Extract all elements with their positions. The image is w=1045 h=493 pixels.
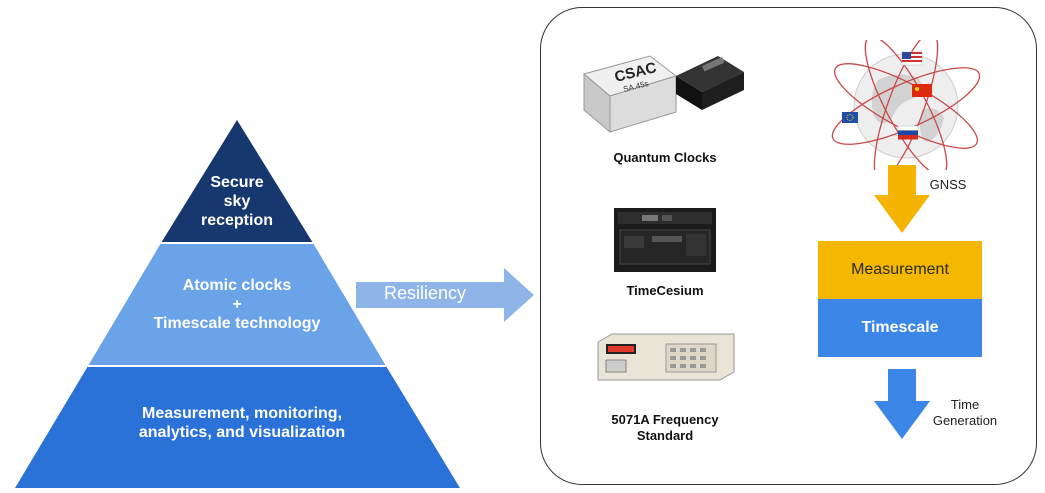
china-flag-icon — [912, 84, 932, 97]
csac-device-icon: CSAC SA.45s — [582, 55, 678, 134]
timecesium-device-icon — [614, 208, 716, 272]
pyramid-middle-tier — [88, 243, 386, 366]
pyramid — [15, 120, 460, 488]
gnss-globe-icon — [831, 40, 981, 170]
timescale-box: Timescale — [818, 299, 982, 357]
gnss-arrow — [874, 165, 930, 233]
gnss-label: GNSS — [929, 177, 967, 192]
time-generation-label: Time Generation — [932, 397, 998, 428]
us-flag-icon — [901, 51, 923, 66]
timecesium-label: TimeCesium — [626, 283, 704, 298]
pyramid-top-text: Secure sky reception — [200, 174, 273, 230]
black-clock-module-icon — [676, 56, 744, 110]
resiliency-label: Resiliency — [384, 283, 467, 303]
pyramid-bottom-tier — [15, 366, 460, 488]
pyramid-top-tier — [161, 120, 313, 243]
time-generation-arrow — [874, 369, 930, 439]
measurement-box: Measurement — [818, 241, 982, 299]
pyramid-bottom-text: Measurement, monitoring, analytics, and … — [138, 405, 346, 442]
eu-flag-icon — [842, 112, 858, 123]
russia-flag-icon — [897, 125, 919, 140]
frequency-standard-label: 5071A Frequency Standard — [611, 412, 719, 444]
resiliency-arrow — [356, 268, 534, 322]
quantum-clocks-label: Quantum Clocks — [613, 150, 717, 165]
pyramid-middle-text: Atomic clocks + Timescale technology — [153, 277, 321, 333]
frequency-standard-device-icon — [597, 333, 735, 381]
